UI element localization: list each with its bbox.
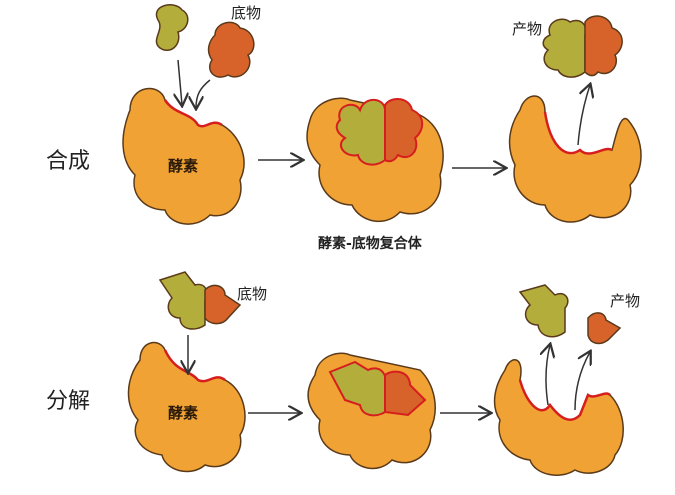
complex-label: 酵素-底物复合体	[318, 236, 422, 252]
product-red	[584, 15, 623, 77]
enzyme-label: 酵素	[168, 157, 199, 175]
substrate-label-2: 底物	[237, 285, 268, 303]
complex-green	[335, 98, 386, 166]
product-red-2	[587, 312, 622, 345]
active-site-4	[163, 349, 226, 383]
enzyme-3	[508, 95, 642, 223]
substrate-label: 底物	[231, 4, 262, 22]
substrate-red-2	[204, 284, 242, 325]
product-label: 产物	[512, 20, 543, 38]
product-green	[542, 18, 587, 78]
enzyme-6	[493, 359, 624, 476]
complex-red	[384, 98, 424, 163]
arrow-product-green-out	[546, 345, 550, 406]
active-site-6	[518, 379, 611, 421]
substrate-green-2	[158, 271, 208, 330]
product-label-2: 产物	[610, 292, 641, 310]
product-green-2	[518, 284, 569, 338]
enzyme-label-2: 酵素	[168, 404, 199, 422]
complex-red-2	[384, 370, 427, 417]
synthesis-title: 合成	[46, 149, 91, 174]
arrow-substrate-green	[178, 59, 182, 105]
arrow-product-red-out	[574, 352, 590, 411]
arrow-product-out	[577, 85, 590, 146]
substrate-green	[155, 4, 189, 52]
arrow-substrate-red	[196, 79, 211, 108]
active-site-1	[163, 99, 223, 128]
active-site-3	[543, 111, 613, 155]
substrate-red	[207, 21, 255, 78]
decomposition-title: 分解	[46, 389, 91, 414]
